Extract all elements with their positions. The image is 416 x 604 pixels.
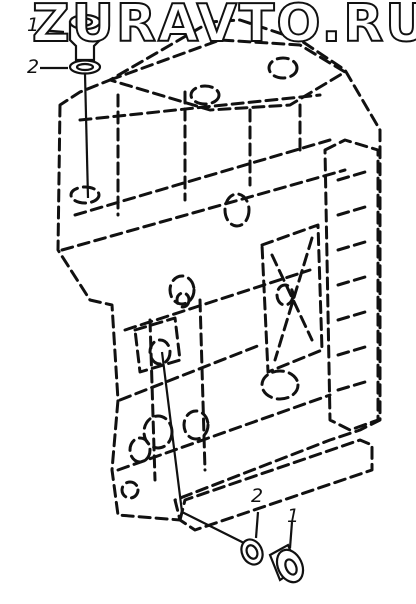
boss-plate — [275, 283, 295, 307]
leader-bottom — [160, 351, 249, 546]
top-plug-socket — [76, 17, 94, 27]
boss-7 — [120, 480, 140, 500]
top-plug — [68, 20, 102, 62]
boss-6 — [182, 409, 210, 441]
bottom-flange — [178, 438, 374, 532]
inspection-plate — [260, 223, 324, 374]
housing-rib-diagonal — [60, 168, 347, 252]
lower-rib-4 — [198, 298, 207, 472]
callout-top-plug: 1 — [27, 14, 40, 36]
lower-rib-3 — [116, 393, 332, 472]
callout-bottom-plug: 1 — [287, 505, 300, 527]
boss-top-2 — [267, 56, 299, 80]
drain-boss — [148, 338, 172, 366]
lower-rib-2 — [118, 343, 262, 402]
fill-boss — [69, 185, 101, 205]
boss-1 — [223, 192, 251, 228]
boss-3 — [175, 291, 191, 309]
callout-line-bottom-2 — [254, 511, 260, 539]
housing-rib-upper — [78, 93, 322, 122]
boss-2 — [168, 274, 196, 306]
housing-top-face — [108, 38, 347, 112]
inspection-plate-cross — [270, 236, 314, 362]
bottom-plug-socket — [284, 558, 298, 576]
boss-8 — [128, 436, 152, 464]
callout-line-top-1 — [39, 28, 65, 34]
callout-top-washer: 2 — [27, 56, 40, 78]
leader-top — [83, 73, 90, 199]
side-cover-right — [323, 138, 380, 432]
lower-port — [133, 316, 182, 374]
top-washer-inner — [75, 62, 95, 72]
boss-4 — [260, 369, 300, 401]
callout-bottom-washer: 2 — [251, 485, 264, 507]
housing-outline — [56, 18, 382, 522]
boss-top-1 — [189, 84, 221, 106]
housing-rib-diagonal-2 — [73, 138, 332, 217]
callout-line-bottom-1 — [288, 521, 294, 549]
watermark-text: ZURAVTO.RU — [31, 0, 416, 54]
side-cover-right-inner — [336, 170, 367, 392]
lower-rib-1 — [123, 268, 312, 332]
bottom-washer-inner — [245, 544, 259, 560]
